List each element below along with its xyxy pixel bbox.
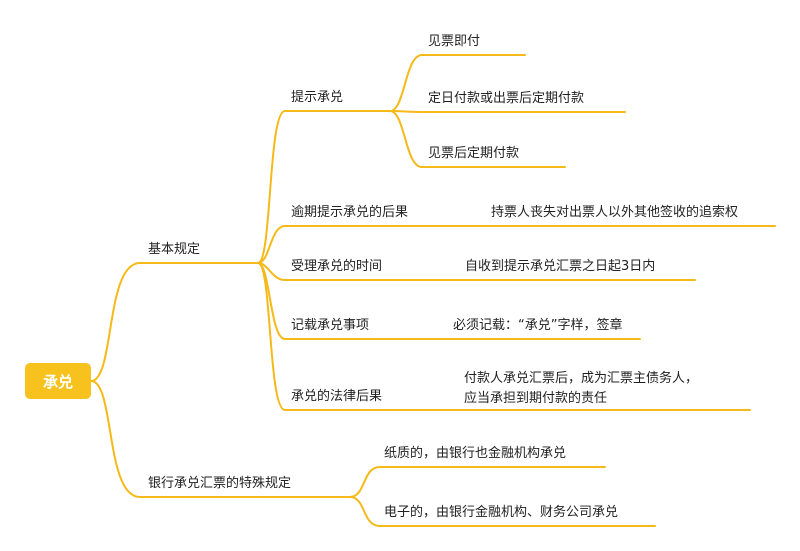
leaf-falv: 付款人承兑汇票后，成为汇票主债务人，应当承担到期付款的责任 (464, 371, 699, 406)
edge-basic-tishi (257, 110, 286, 264)
leaf-bank-1: 纸质的，由银行也金融机构承兑 (384, 446, 567, 461)
node-bank-special-rules: 银行承兑汇票的特殊规定 (148, 476, 292, 491)
leaf-bank-2: 电子的，由银行金融机构、财务公司承兑 (384, 505, 619, 520)
leaf-tishi-3: 见票后定期付款 (428, 146, 520, 161)
node-yuqi: 逾期提示承兑的后果 (291, 205, 409, 220)
edge-tishi-3 (389, 110, 423, 168)
edge-tishi-2 (389, 110, 423, 113)
edge-basic-yuqi (257, 225, 286, 264)
edge-root-bank (90, 380, 141, 498)
edge-basic-falv (257, 262, 286, 411)
edge-bank-2 (349, 496, 381, 527)
edge-tishi-1 (389, 54, 423, 112)
leaf-yuqi: 持票人丧失对出票人以外其他签收的追索权 (491, 205, 739, 220)
node-tishi: 提示承兑 (291, 90, 344, 105)
node-shouli: 受理承兑的时间 (291, 259, 383, 274)
leaf-tishi-2: 定日付款或出票后定期付款 (428, 91, 585, 106)
node-falv: 承兑的法律后果 (291, 389, 383, 404)
leaf-jizai: 必须记载：“承兑”字样，签章 (453, 318, 623, 333)
edge-bank-1 (349, 466, 381, 498)
leaf-shouli: 自收到提示承兑汇票之日起3日内 (465, 259, 656, 274)
leaf-tishi-1: 见票即付 (428, 34, 481, 49)
node-jizai: 记载承兑事项 (291, 318, 370, 333)
edge-basic-jizai (257, 262, 286, 340)
node-basic-rules: 基本规定 (148, 242, 201, 257)
edge-root-basic (90, 262, 141, 382)
root-node: 承兑 (25, 363, 91, 399)
